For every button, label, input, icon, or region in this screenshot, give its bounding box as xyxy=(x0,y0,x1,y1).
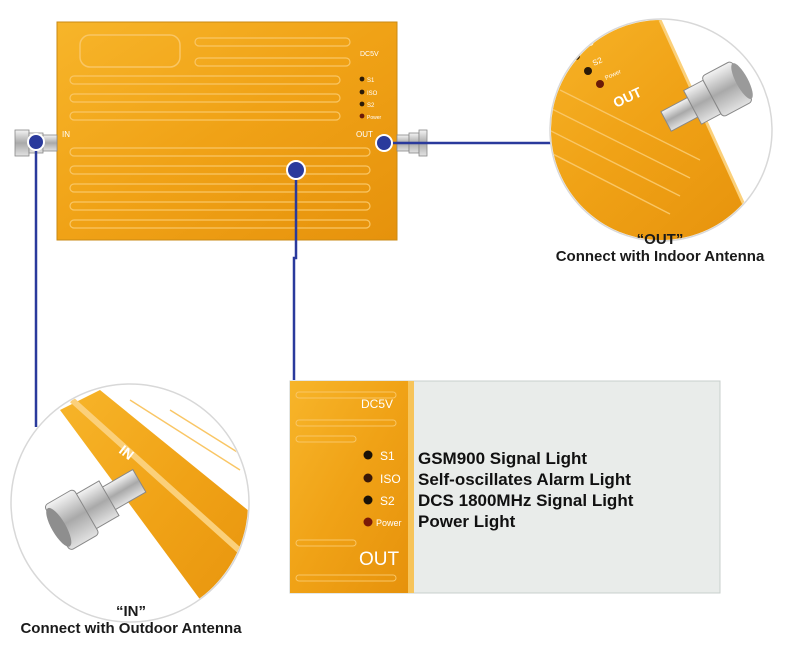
panel-out-label: OUT xyxy=(359,549,400,570)
out-caption: “OUT” Connect with Indoor Antenna xyxy=(530,231,790,265)
panel-led-iso xyxy=(363,473,373,483)
led-iso xyxy=(359,89,365,95)
repeater-device: DC5V S1 ISO S2 Power IN OUT xyxy=(56,21,398,241)
out-zoom-view: ISO S2 Power OUT xyxy=(549,18,773,242)
panel-led-label: S2 xyxy=(380,494,395,508)
panel-led-label: ISO xyxy=(380,472,401,486)
legend-desc-s2: DCS 1800MHz Signal Light xyxy=(418,491,634,510)
panel-led-label: S1 xyxy=(380,449,395,463)
device-led-label: Power xyxy=(367,115,382,121)
device-led-label: S2 xyxy=(367,103,375,109)
panel-led-label: Power xyxy=(376,518,402,528)
led-detail-panel: DC5V S1 ISO S2 Power OUT xyxy=(289,380,721,594)
device-out-label: OUT xyxy=(356,130,373,139)
legend-desc-iso: Self-oscillates Alarm Light xyxy=(418,470,631,489)
in-caption-desc: Connect with Outdoor Antenna xyxy=(20,620,242,637)
panel-dc-label: DC5V xyxy=(361,397,393,411)
in-marker-dot xyxy=(27,133,45,151)
device-in-label: IN xyxy=(62,130,70,139)
legend-desc-s1: GSM900 Signal Light xyxy=(418,449,588,468)
callout-lines xyxy=(34,141,556,427)
led-s2 xyxy=(359,101,365,107)
panel-led-s2 xyxy=(363,495,373,505)
out-marker-dot xyxy=(375,134,393,152)
panel-marker-dot xyxy=(286,160,306,180)
legend-desc-power: Power Light xyxy=(418,512,516,531)
device-led-label: ISO xyxy=(367,91,378,97)
panel-led-s1 xyxy=(363,450,373,460)
panel-led-power xyxy=(363,517,373,527)
out-caption-desc: Connect with Indoor Antenna xyxy=(555,248,765,265)
out-caption-title: “OUT” xyxy=(636,231,684,248)
zoom-led-label: S2 xyxy=(591,55,604,68)
in-zoom-view: IN xyxy=(10,383,250,623)
in-caption: “IN” Connect with Outdoor Antenna xyxy=(0,603,262,637)
device-led-label: S1 xyxy=(367,78,375,84)
in-caption-title: “IN” xyxy=(116,603,146,620)
device-dc-label: DC5V xyxy=(360,51,379,58)
led-s1 xyxy=(359,76,365,82)
led-power xyxy=(359,113,365,119)
